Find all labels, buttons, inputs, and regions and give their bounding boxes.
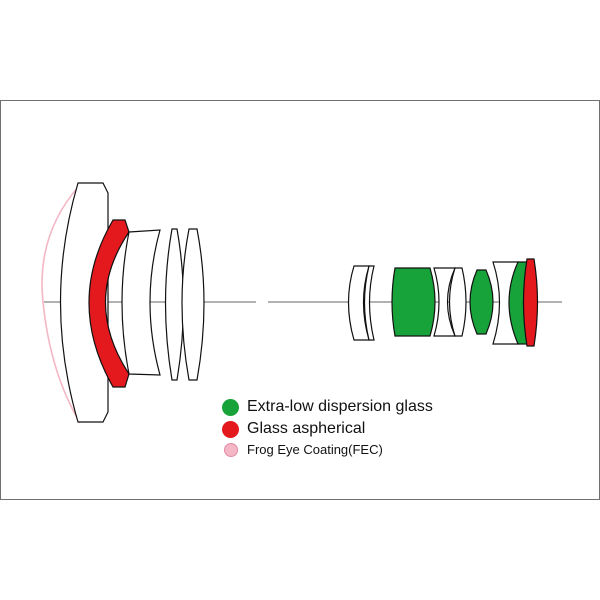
rear-meniscus-element-2	[363, 265, 375, 341]
legend-item-ed: Extra-low dispersion glass	[222, 398, 433, 416]
biconvex-element-2	[181, 228, 205, 381]
legend-label: Extra-low dispersion glass	[247, 398, 433, 415]
red-dot-icon	[222, 420, 239, 438]
aspherical-element-rear	[522, 258, 539, 347]
aspherical-element-front	[88, 219, 130, 388]
legend-label: Glass aspherical	[247, 420, 366, 437]
pink-dot-icon	[224, 442, 238, 457]
legend: Extra-low dispersion glass Glass aspheri…	[222, 398, 433, 457]
legend-item-aspherical: Glass aspherical	[222, 420, 433, 438]
front-meniscus-element	[59, 182, 109, 423]
fec-coating-arc	[41, 185, 81, 424]
ed-element-large	[391, 267, 436, 337]
biconvex-element-1	[164, 228, 185, 381]
doublet-element-rear	[448, 267, 467, 337]
concave-element	[121, 229, 161, 376]
legend-label: Frog Eye Coating(FEC)	[247, 442, 383, 457]
legend-item-fec: Frog Eye Coating(FEC)	[222, 442, 433, 457]
green-dot-icon	[222, 398, 239, 416]
ed-element-medium	[469, 269, 494, 335]
